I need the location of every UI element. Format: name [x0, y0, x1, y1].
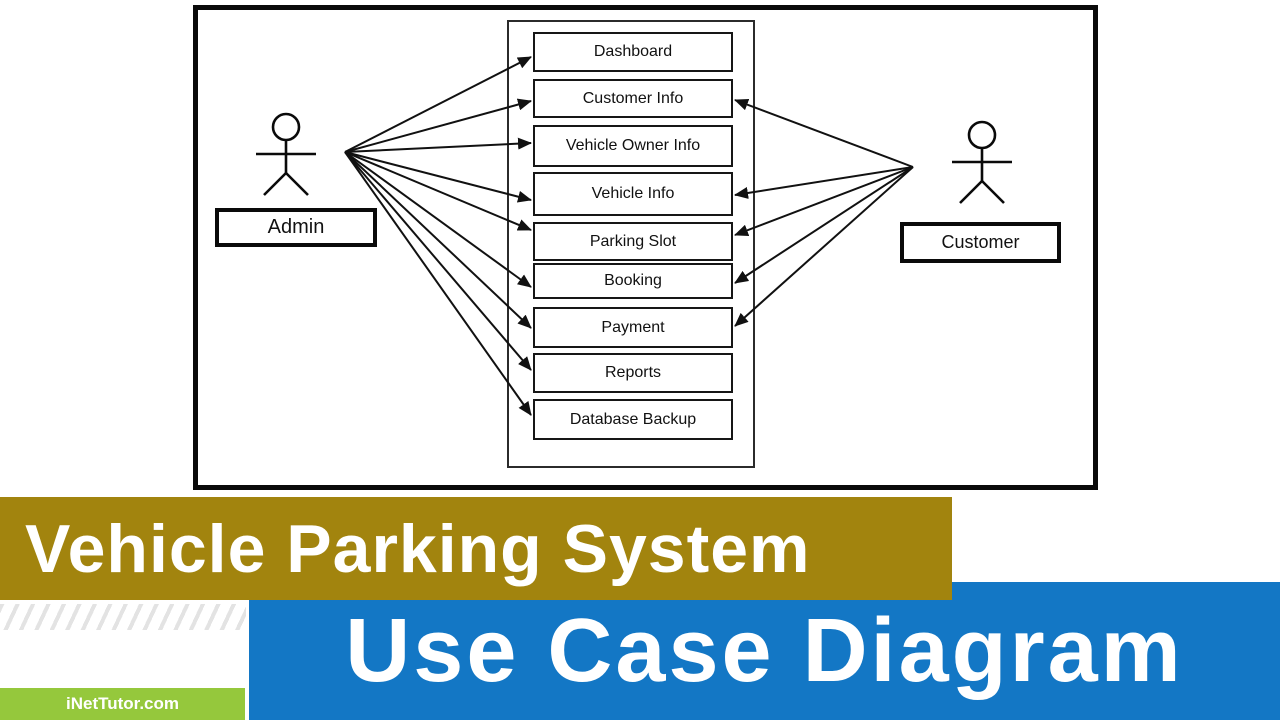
admin-actor-label-text: Admin [267, 216, 325, 238]
subtitle-banner-text: Use Case Diagram [345, 600, 1184, 701]
usecase-box-database-backup: Database Backup [533, 399, 733, 440]
usecase-box-dashboard: Dashboard [533, 32, 733, 72]
subtitle-banner: Use Case Diagram [249, 582, 1280, 720]
customer-actor-label-text: Customer [941, 232, 1020, 252]
usecase-box-booking: Booking [533, 263, 733, 299]
admin-actor-label: Admin [215, 208, 377, 247]
usecase-box-parking-slot: Parking Slot [533, 222, 733, 261]
watermark-pattern [0, 604, 246, 630]
usecase-box-customer-info: Customer Info [533, 79, 733, 118]
title-banner-text: Vehicle Parking System [25, 510, 811, 587]
customer-actor-label: Customer [900, 222, 1061, 263]
usecase-box-reports: Reports [533, 353, 733, 393]
usecase-box-vehicle-owner-info: Vehicle Owner Info [533, 125, 733, 167]
title-banner: Vehicle Parking System [0, 497, 952, 600]
usecase-box-payment: Payment [533, 307, 733, 348]
usecase-box-vehicle-info: Vehicle Info [533, 172, 733, 216]
site-banner-text: iNetTutor.com [65, 694, 180, 713]
site-banner: iNetTutor.com [0, 688, 245, 720]
